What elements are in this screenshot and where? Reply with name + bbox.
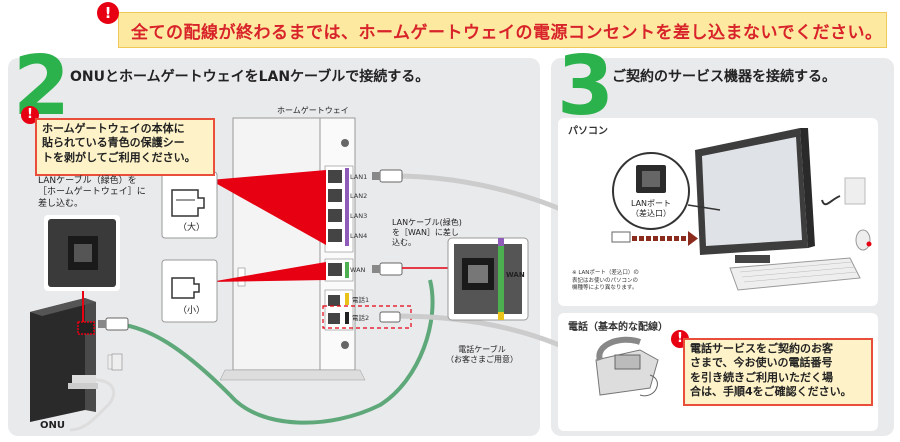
lan-port-zoom xyxy=(612,152,721,230)
warning-icon: ! xyxy=(97,2,119,24)
telephone-illustration xyxy=(595,336,659,397)
port-label-wan: WAN xyxy=(350,266,366,274)
port-label-phone1: 電話1 xyxy=(352,296,370,304)
connector-small-icon xyxy=(161,259,218,323)
port-label-lan4: LAN4 xyxy=(350,232,368,240)
phone-cable-label: 電話ケーブル （お客さまご用意） xyxy=(446,345,518,364)
step3-title: ご契約のサービス機器を接続する。 xyxy=(612,69,836,85)
warning-banner-text: 全ての配線が終わるまでは、ホームゲートウェイの電源コンセントを差し込まないでくだ… xyxy=(131,23,883,43)
onu-label: ONU xyxy=(40,420,65,431)
port-label-lan2: LAN2 xyxy=(350,192,368,200)
wan-port-zoom xyxy=(402,237,529,321)
pc-illustration xyxy=(611,128,872,291)
cable-plug-phone xyxy=(379,311,401,323)
step3-number: 3 xyxy=(557,39,615,134)
cable-plug-wan xyxy=(372,262,403,276)
port-label-lan1: LAN1 xyxy=(350,173,368,181)
lan-port-label: LANポート （差込口） xyxy=(630,199,672,218)
port-label-phone2: 電話2 xyxy=(352,314,370,322)
cable-plug-onu xyxy=(98,317,129,331)
port-label-lan3: LAN3 xyxy=(350,212,368,220)
connector-small-label: （小） xyxy=(178,306,206,316)
pc-card-title: パソコン xyxy=(568,126,608,137)
cable-plug-lan xyxy=(372,169,403,183)
warning-banner xyxy=(118,12,887,48)
gateway-label: ホームゲートウェイ xyxy=(277,106,349,115)
lan-port-footnote: ※ LANポート（差込口）の 表記はお使いのパソコンの 機種等により異なります。 xyxy=(572,270,639,292)
onu-device xyxy=(30,298,117,432)
lan-cable-instruction: LANケーブル（緑色）を ［ホームゲートウェイ］に 差し込む。 xyxy=(38,176,146,209)
home-gateway xyxy=(219,117,412,381)
phone-card-title: 電話（基本的な配線） xyxy=(568,322,668,333)
onu-port-zoom xyxy=(44,215,120,322)
wan-instruction: LANケーブル(緑色) を［WAN］に差し 込む。 xyxy=(392,218,462,247)
phone-note: 電話サービスをご契約のお客 さまで、今お使いの電話番号 を引き続きご利用いただく… xyxy=(683,338,873,406)
protective-sheet-note: ホームゲートウェイの本体に 貼られている青色の保護シー トを剥がしてご利用くださ… xyxy=(35,118,215,176)
connector-large-label: （大） xyxy=(178,223,206,233)
step2-title: ONUとホームゲートウェイをLANケーブルで接続する。 xyxy=(70,69,430,85)
wan-port-label: WAN xyxy=(506,271,525,279)
protective-sheet-warning-icon: ! xyxy=(21,106,39,124)
